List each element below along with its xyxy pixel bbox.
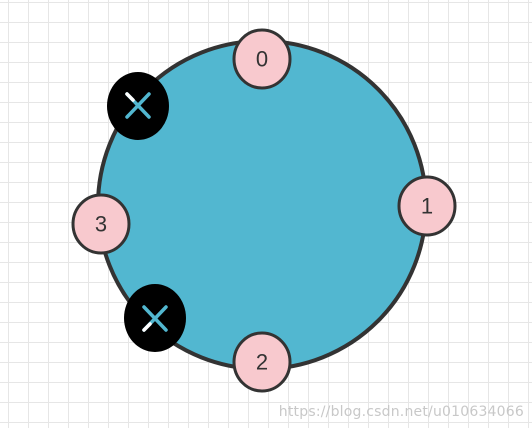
watermark-text: https://blog.csdn.net/u010634066 bbox=[278, 404, 524, 420]
ring-node-2-circle bbox=[232, 331, 292, 393]
ring-node-1: 1 bbox=[397, 175, 457, 237]
failed-node-lower bbox=[124, 284, 186, 352]
ring-node-0-circle bbox=[232, 28, 292, 90]
ring-node-0-label: 0 bbox=[256, 47, 268, 72]
ring-node-2: 2 bbox=[232, 331, 292, 393]
ring-node-2-label: 2 bbox=[256, 350, 268, 375]
ring-node-1-label: 1 bbox=[421, 194, 433, 219]
ring-node-3: 3 bbox=[71, 193, 131, 255]
failed-node-upper bbox=[107, 72, 169, 140]
x-icon bbox=[125, 92, 151, 119]
ring-node-1-circle bbox=[397, 175, 457, 237]
x-icon bbox=[142, 305, 168, 332]
ring-node-3-label: 3 bbox=[95, 212, 107, 237]
ring-node-0: 0 bbox=[232, 28, 292, 90]
ring-node-3-circle bbox=[71, 193, 131, 255]
